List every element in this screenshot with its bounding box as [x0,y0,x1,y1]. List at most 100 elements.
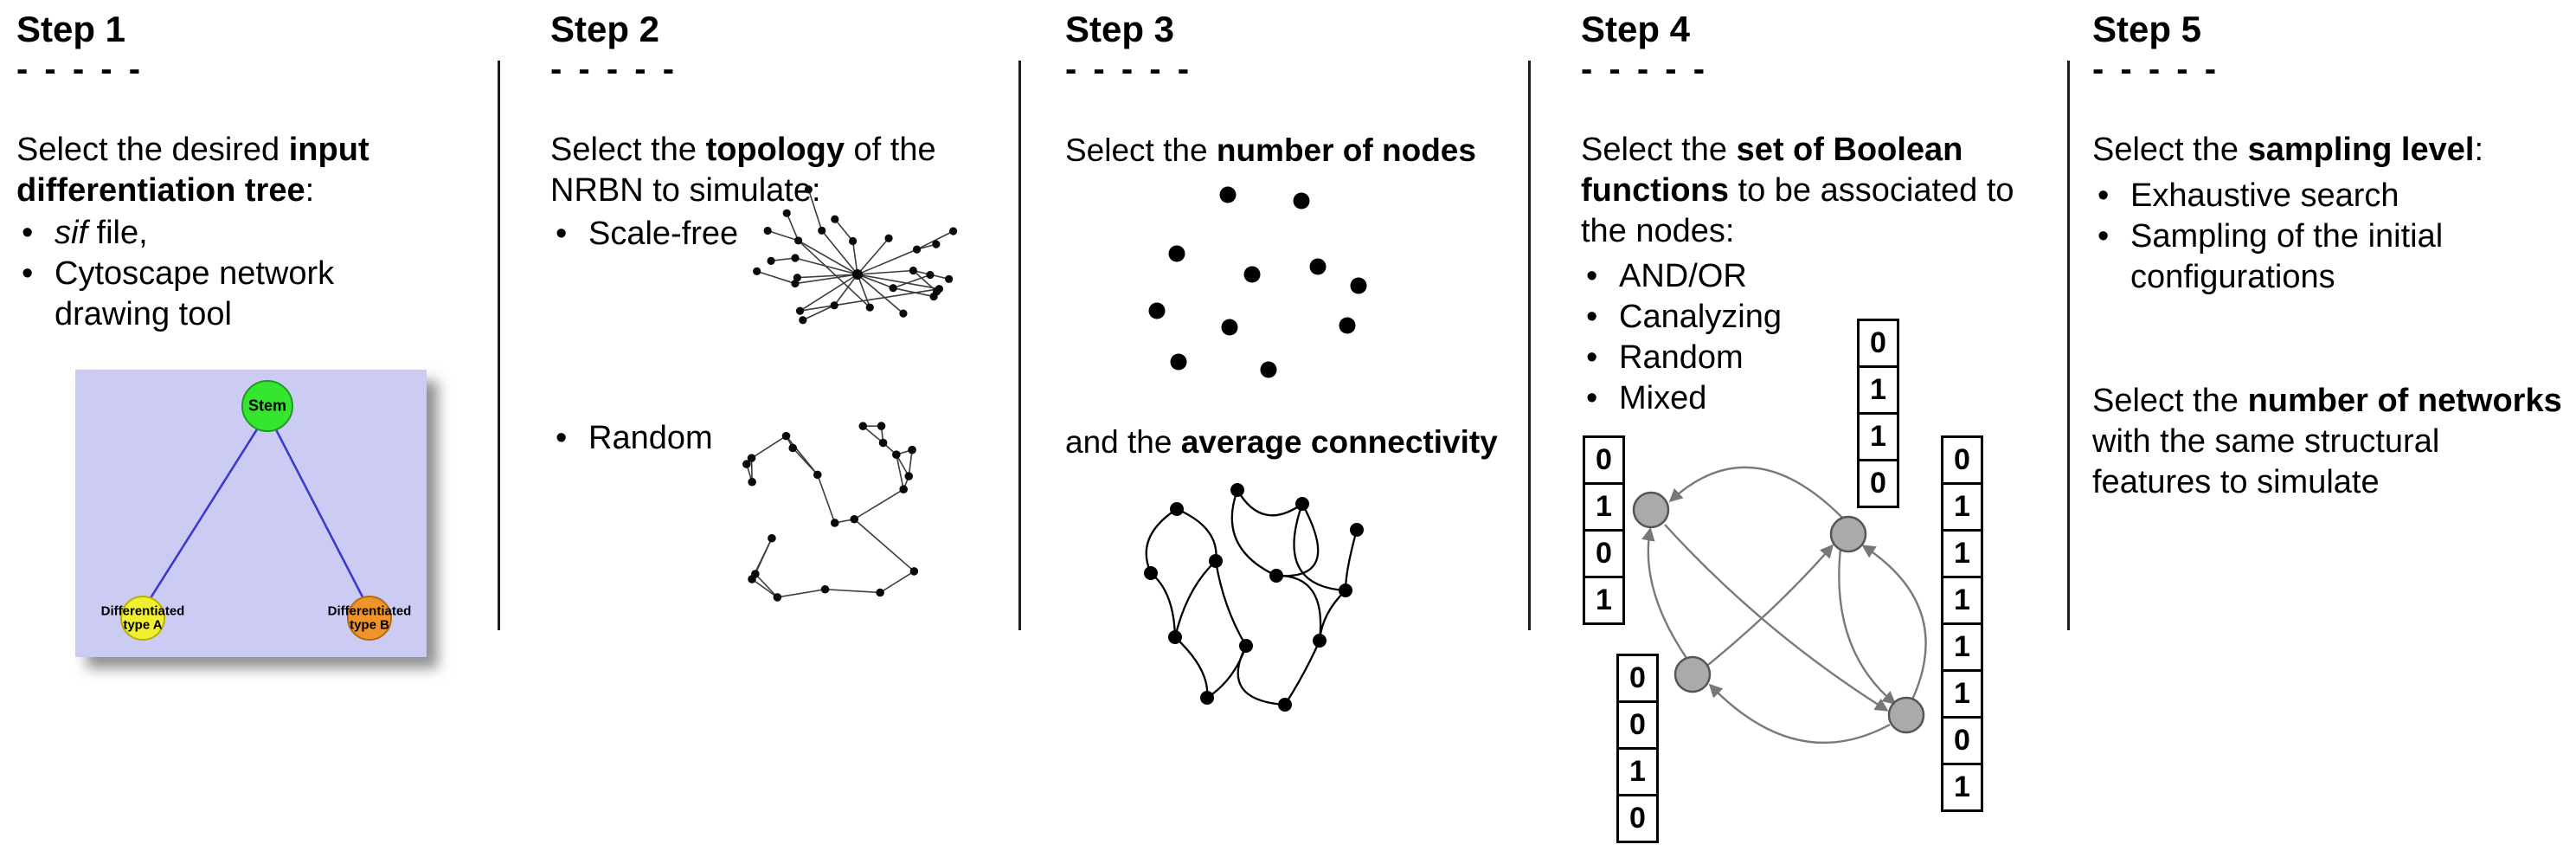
truth-table-cell: 1 [1941,763,1983,812]
step-5-second-post: with the same structural features to sim… [2092,423,2440,500]
random-text: Random [588,420,713,456]
truth-table-cell: 1 [1941,576,1983,625]
truth-table-cell: 1 [1583,576,1625,625]
step-3-line2-pre: and the [1065,424,1181,460]
tree-edges [141,412,371,611]
step-4-title: Step 4 [1581,9,1691,49]
scale-free-text: Scale-free [588,216,739,252]
step-4-column: Step 4 - - - - - Select the set of Boole… [1581,0,2067,851]
step-3-line1: Select the number of nodes [1065,130,1476,171]
step-5-second-bold: number of networks [2247,383,2562,419]
truth-table-cell: 1 [1857,365,1899,415]
step-2-dashes: - - - - - [550,50,678,88]
boolean-function-option: AND/OR [1581,256,2048,297]
boolean-function-option: Canalyzing [1581,297,2048,338]
step-5-lead: Select the sampling level: [2092,130,2573,171]
step-5-bullet-list: Exhaustive searchSampling of the initial… [2092,176,2564,298]
step-1-dashes: - - - - - [16,50,145,88]
truth-table-cell: 0 [1583,435,1625,485]
boolean-function-option: Mixed [1581,378,2048,419]
truth-table-cell: 1 [1941,622,1983,672]
scale-free-bullet: Scale-free [550,214,738,255]
step-3-line2: and the average connectivity [1065,422,1498,462]
sampling-option: Sampling of the initial configurations [2092,216,2564,298]
type-a-label-line1: Differentiated [100,603,185,619]
truth-table-cell: 1 [1857,412,1899,461]
boolean-function-option: Random [1581,338,2048,378]
divider-1 [498,61,500,630]
step-4-lead-bold: set of Boolean functions [1581,132,1963,209]
step-3-line1-pre: Select the [1065,132,1217,168]
stem-node [241,380,293,432]
truth-table-cell: 0 [1583,529,1625,578]
step-2-title: Step 2 [550,9,660,49]
cytoscape-text: Cytoscape network drawing tool [55,255,335,332]
step-3-column: Step 3 - - - - - Select the number of no… [1065,0,1528,851]
truth-table-cell: 0 [1941,716,1983,765]
step-4-dashes: - - - - - [1581,50,1709,88]
step-5-second-paragraph: Select the number of networks with the s… [2092,381,2564,503]
truth-table-cell: 1 [1583,482,1625,532]
step-3-line2-bold: average connectivity [1180,424,1498,460]
nodes-dots-figure [1148,186,1367,378]
step-1-bullet-cytoscape: Cytoscape network drawing tool [16,254,449,335]
connectivity-tangle-figure [1144,483,1364,712]
divider-4 [2067,61,2070,630]
random-bullet: Random [550,418,713,459]
step-5-lead-pre: Select the [2092,132,2248,168]
step-2-lead-post: of the NRBN to simulate: [550,132,936,209]
sif-rest: file, [87,215,148,251]
truth-table-cell: 0 [1857,459,1899,508]
scale-free-network-figure [753,185,958,325]
truth-table-cell: 1 [1941,482,1983,532]
divider-3 [1528,61,1531,630]
step-5-title: Step 5 [2092,9,2202,49]
step-4-lead-post: to be associated to the nodes: [1581,172,2014,249]
step-1-title: Step 1 [16,9,126,49]
step-4-bullet-list: AND/ORCanalyzingRandomMixed [1581,256,2048,419]
step-1-lead-bold: input differentiation tree [16,132,369,209]
truth-table-cell: 1 [1941,529,1983,578]
step-3-line1-bold: number of nodes [1216,132,1476,168]
type-a-node [120,596,165,641]
step-5-second-pre: Select the [2092,383,2248,419]
stem-label: Stem [247,396,287,415]
truth-table-cell: 0 [1616,654,1659,703]
step-5-lead-bold: sampling level [2247,132,2475,168]
divider-2 [1018,61,1021,630]
truth-table-cell: 1 [1941,669,1983,719]
step-2-bullet-random: Random [550,418,713,459]
step-2-column: Step 2 - - - - - Select the topology of … [550,0,1018,851]
sampling-option: Exhaustive search [2092,176,2564,216]
truth-table-cell: 1 [1616,747,1659,796]
type-b-label-line1: Differentiated [327,603,412,619]
step-1-lead-post: : [305,172,315,209]
step-3-dashes: - - - - - [1065,50,1193,88]
random-network-figure [742,422,919,602]
type-b-label-line2: type B [350,617,389,632]
step-2-lead-pre: Select the [550,132,706,168]
step-4-lead: Select the set of Boolean functions to b… [1581,130,2057,252]
type-a-label-line2: type A [123,617,163,632]
truth-table-cell: 0 [1941,435,1983,485]
step-5-column: Step 5 - - - - - Select the sampling lev… [2092,0,2573,851]
boolean-network-figure [1632,466,1927,745]
step-1-bullet-sif: sif file, [16,213,449,254]
step-2-bullet-scale-free: Scale-free [550,214,738,255]
type-b-node [347,596,392,641]
truth-table-cell: 0 [1616,700,1659,750]
truth-table-cell: 0 [1857,319,1899,368]
step-2-lead-bold: topology [705,132,845,168]
step-4-lead-pre: Select the [1581,132,1737,168]
step-5-lead-post: : [2474,132,2484,168]
step-1-bullet-list: sif file, Cytoscape network drawing tool [16,213,449,335]
step-3-title: Step 3 [1065,9,1175,49]
